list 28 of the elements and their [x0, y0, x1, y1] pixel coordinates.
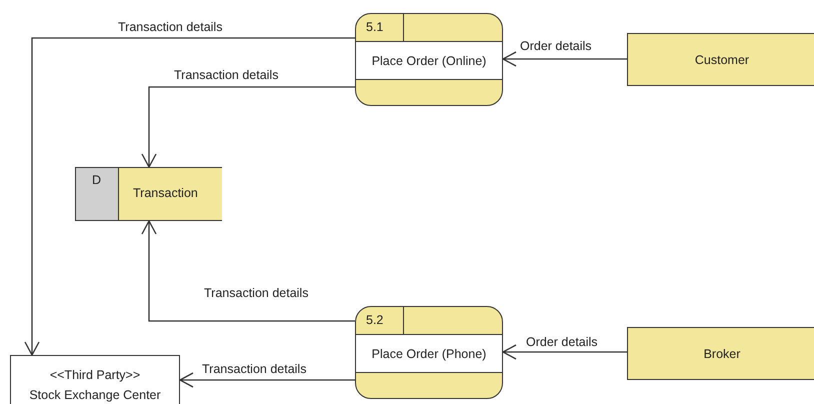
stereotype-label: <<Third Party>> [48, 367, 142, 384]
entity-label: Stock Exchange Center [28, 387, 162, 404]
external-entity-box [627, 33, 814, 86]
edge-label: Transaction details [203, 286, 310, 300]
entity-label: Broker [704, 346, 740, 360]
data-store [75, 167, 222, 221]
arrow [502, 51, 627, 67]
process-number: 5.2 [366, 313, 384, 327]
external-entity-box [10, 355, 180, 404]
edge-label: Transaction details [117, 20, 224, 34]
arrow [141, 86, 355, 168]
store-id: D [92, 173, 102, 187]
process-number: 5.1 [366, 20, 384, 34]
arrow [24, 37, 355, 356]
edge-label: Order details [519, 39, 593, 53]
edge-label: Transaction details [201, 362, 308, 376]
edge-label: Order details [525, 335, 599, 349]
process-label: Place Order (Online) [372, 54, 486, 68]
arrow [141, 220, 355, 322]
arrow [502, 344, 627, 360]
entity-label: Customer [694, 52, 750, 66]
process-box [355, 13, 503, 106]
edge-label: Transaction details [173, 68, 280, 82]
external-entity-box [627, 327, 814, 380]
process-box [355, 306, 503, 399]
process-label: Place Order (Phone) [372, 346, 486, 360]
arrow [179, 372, 355, 388]
store-label: Transaction [133, 186, 198, 200]
